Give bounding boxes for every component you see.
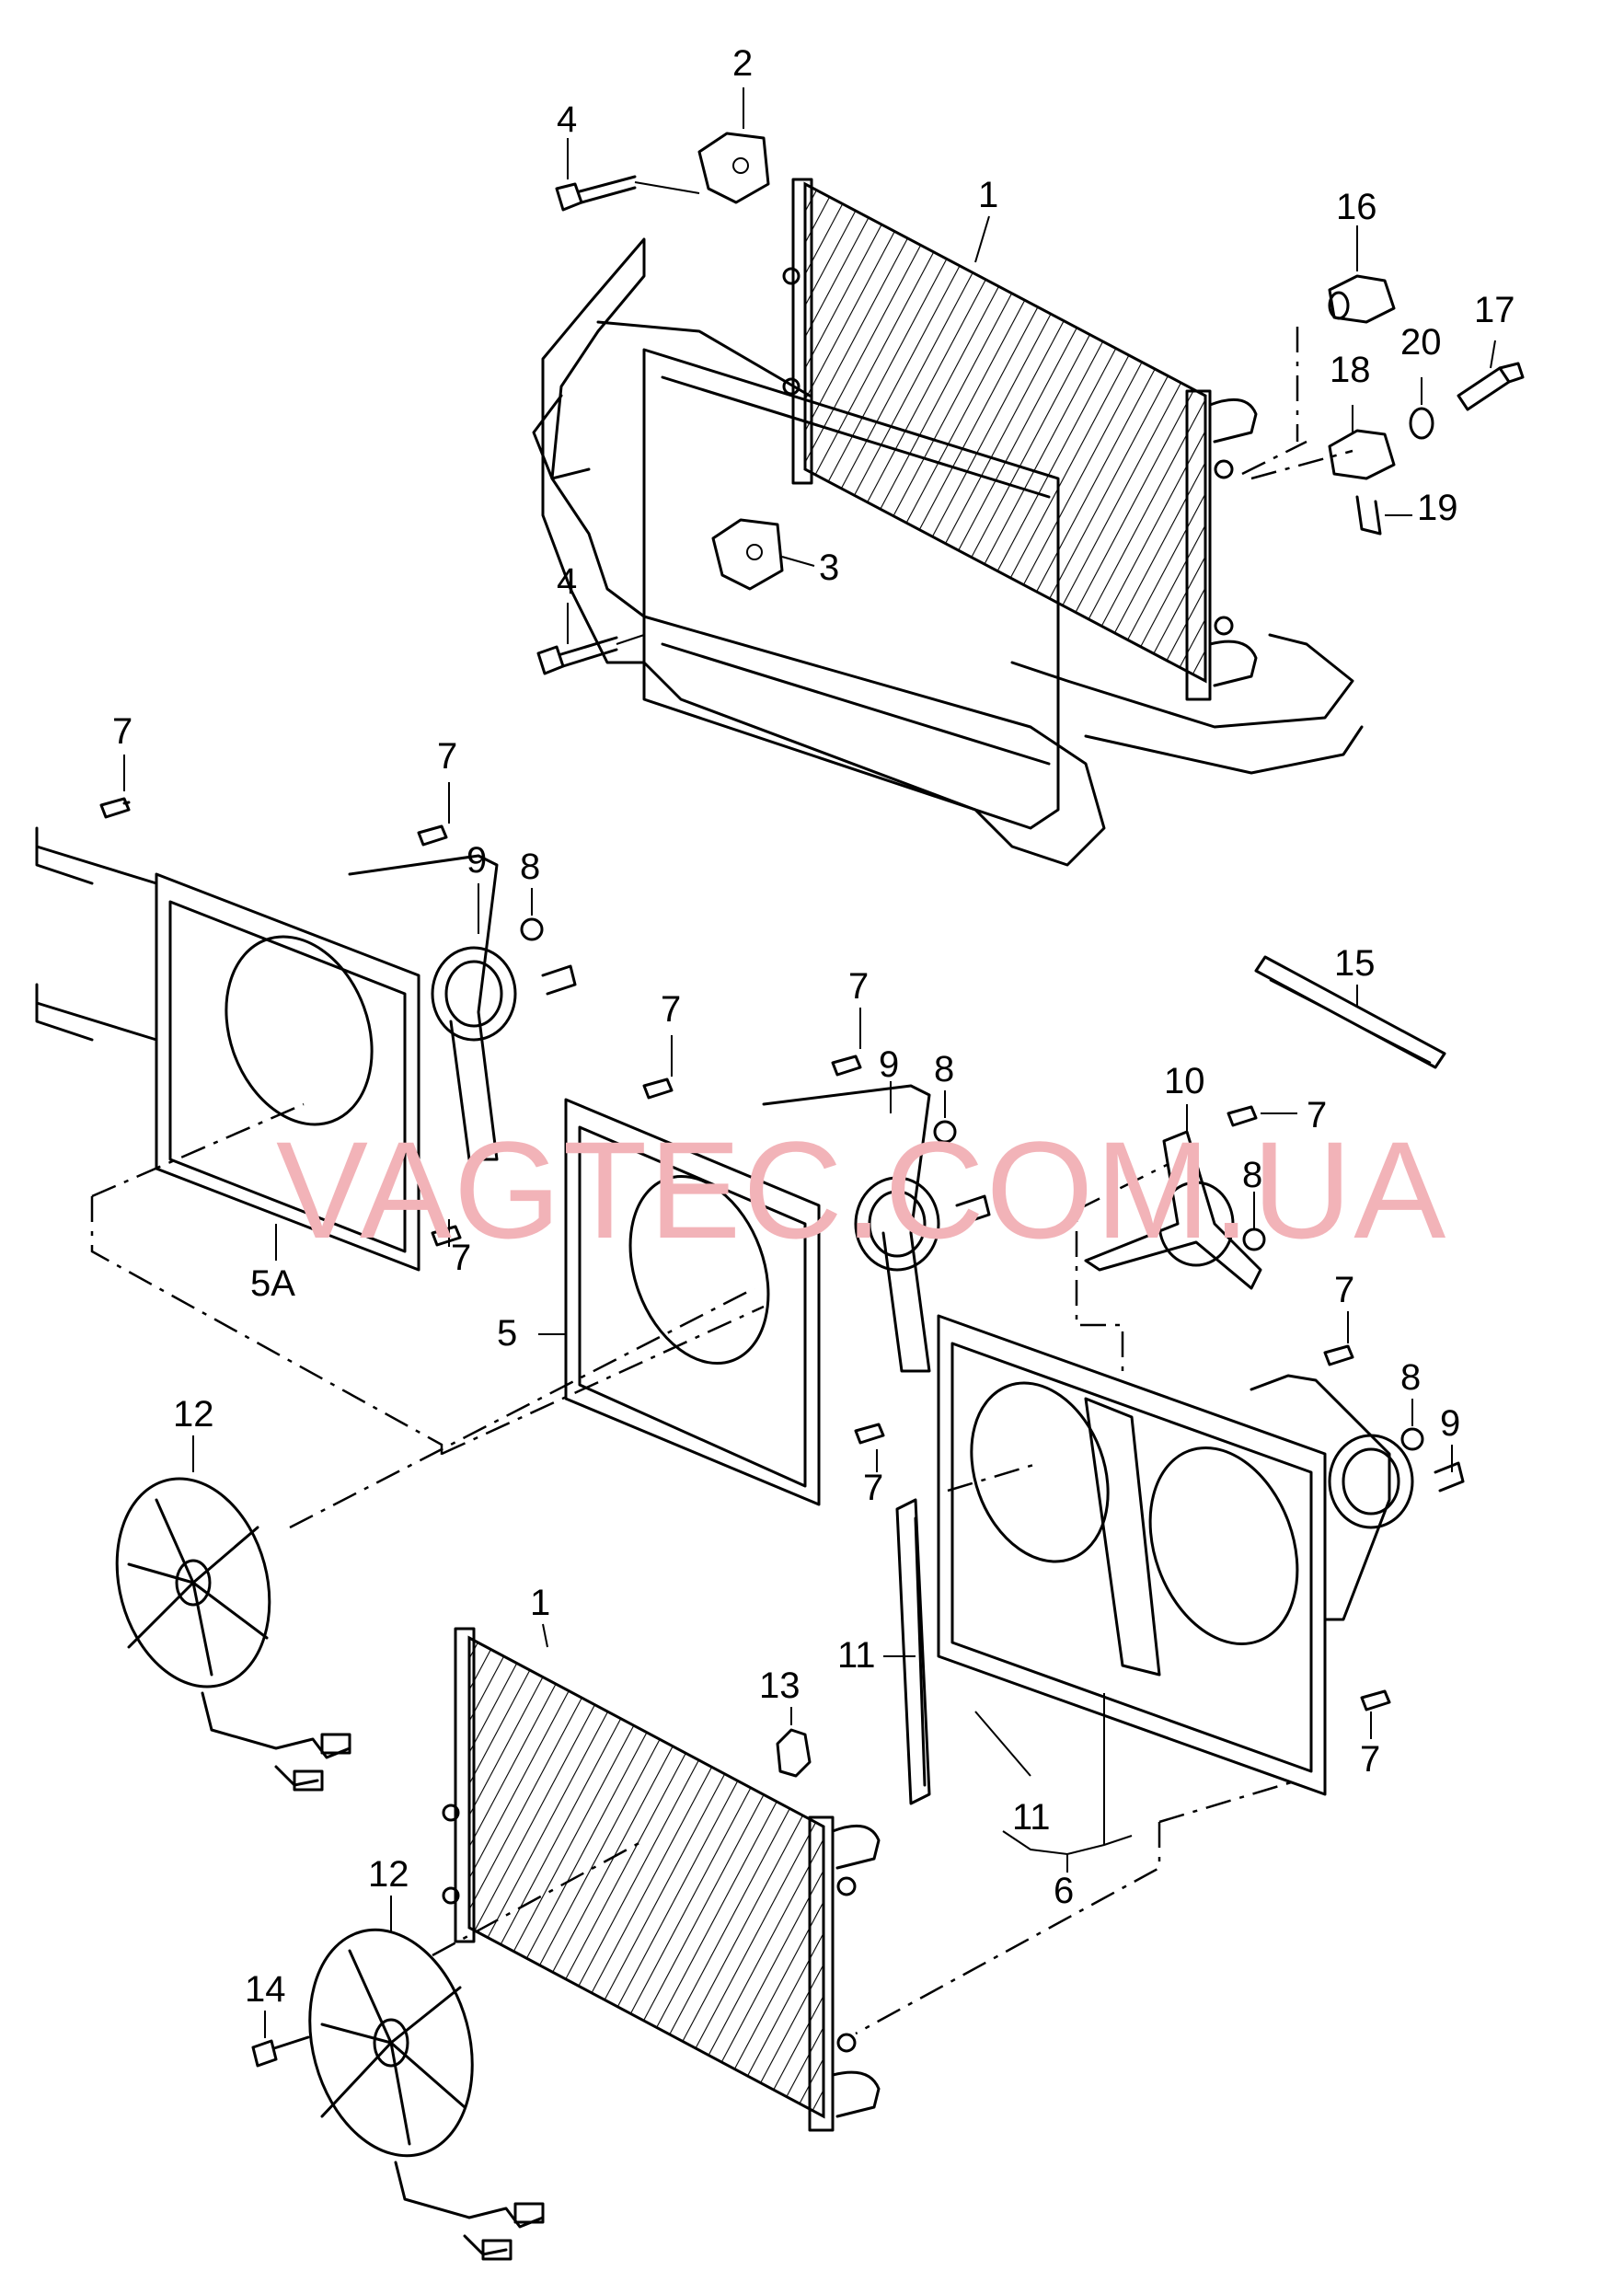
callout-1-top: 1	[978, 175, 998, 215]
callout-14: 14	[245, 1969, 286, 2010]
callout-7-b: 7	[437, 736, 457, 777]
callout-4-top: 4	[557, 99, 577, 140]
double-fan-shroud-6	[937, 1314, 1465, 1796]
bracket-3	[711, 518, 784, 591]
bracket-10	[1084, 1130, 1262, 1290]
leader-lines	[123, 87, 1496, 2038]
radiator-bottom	[442, 1627, 881, 2132]
callout-11-a: 11	[837, 1635, 876, 1676]
thermo-switch-16	[1328, 274, 1396, 324]
callout-9-a: 9	[466, 840, 487, 881]
callout-10: 10	[1164, 1061, 1205, 1101]
callout-17: 17	[1474, 290, 1515, 330]
callout-7-a: 7	[112, 711, 132, 752]
bolt-4-top	[555, 175, 700, 212]
o-ring-20	[1409, 407, 1434, 440]
bolt-4-bottom	[536, 634, 645, 675]
bracket-2	[697, 132, 770, 204]
nuts-8	[520, 917, 1424, 1451]
seal-strip-15	[1254, 955, 1446, 1069]
fan-12-top	[115, 1477, 351, 1792]
sensor-17	[1457, 362, 1525, 411]
callouts: 1 2 3 4 4 16 17 18 19 20 7 7 9 8 7 5A 15…	[112, 43, 1515, 2010]
callout-5: 5	[497, 1313, 517, 1354]
watermark: VAGTEC.COM.UA	[276, 1112, 1447, 1267]
assembly-lines	[90, 327, 1353, 2035]
callout-8-d: 8	[1400, 1357, 1421, 1398]
callout-12-top: 12	[173, 1394, 214, 1435]
fan-12-bottom	[308, 1928, 545, 2261]
callout-9-c: 9	[1440, 1403, 1460, 1444]
callout-7-h: 7	[1334, 1270, 1354, 1310]
callout-8-c: 8	[1242, 1155, 1262, 1195]
callout-3: 3	[819, 547, 839, 588]
bushing-13	[776, 1728, 812, 1778]
callout-13: 13	[759, 1665, 800, 1706]
screws-7	[99, 797, 1391, 1712]
callout-20: 20	[1400, 322, 1442, 363]
bolt-14	[251, 2035, 310, 2068]
callout-19: 19	[1417, 488, 1458, 528]
callout-7-d: 7	[661, 989, 681, 1030]
clip-19	[1355, 495, 1382, 536]
callout-8-b: 8	[934, 1049, 954, 1089]
callout-16: 16	[1336, 187, 1377, 227]
fan-shroud-5a	[35, 826, 577, 1272]
callout-15: 15	[1334, 943, 1376, 984]
callout-4-bottom: 4	[557, 561, 577, 602]
callout-9-b: 9	[879, 1044, 899, 1085]
radiator-top	[782, 178, 1258, 701]
callout-7-i: 7	[1360, 1739, 1380, 1780]
callout-7-e: 7	[848, 966, 869, 1007]
callout-5a: 5A	[250, 1263, 295, 1304]
callout-18: 18	[1330, 350, 1371, 390]
callout-1-bottom: 1	[530, 1583, 550, 1623]
callout-8-a: 8	[520, 847, 540, 887]
callout-7-g: 7	[863, 1468, 883, 1508]
callout-7-f: 7	[1307, 1095, 1327, 1135]
callout-7-c: 7	[451, 1238, 471, 1278]
callout-6: 6	[1054, 1871, 1074, 1911]
fan-shroud-5	[564, 1084, 991, 1506]
seal-strip-11	[895, 1498, 931, 1805]
callout-2: 2	[732, 43, 753, 84]
callout-12-bottom: 12	[368, 1854, 409, 1895]
callout-11-b: 11	[1012, 1797, 1051, 1838]
plug-18	[1328, 429, 1396, 480]
